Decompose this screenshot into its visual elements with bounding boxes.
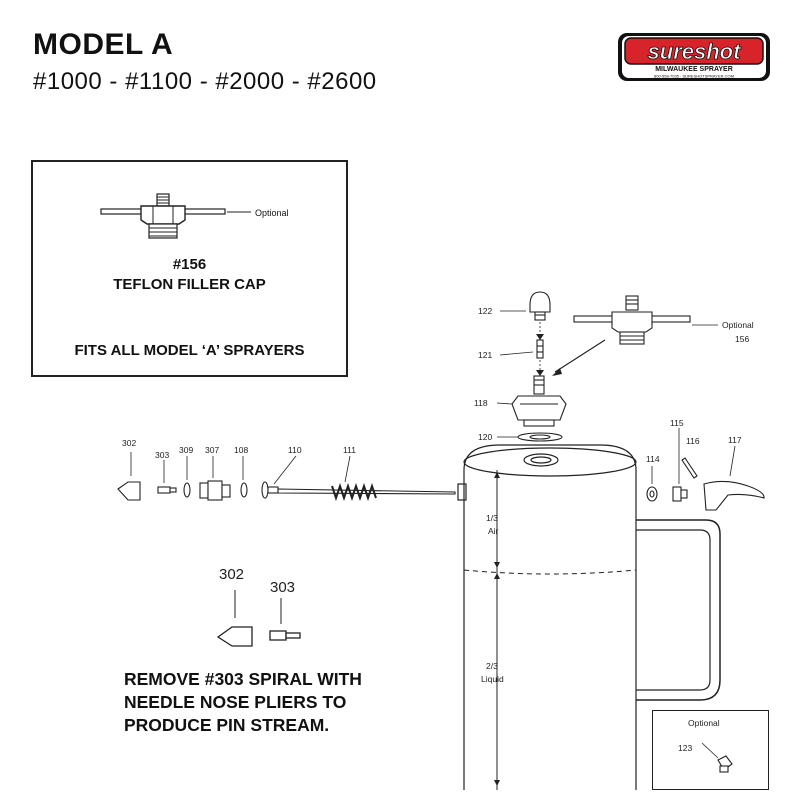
callout-122: 122: [478, 306, 492, 316]
logo-contact: 800-558-7035 · SURESHOTSPRAYER.COM: [654, 74, 734, 79]
callout-121: 121: [478, 350, 492, 360]
model-numbers: #1000 - #1100 - #2000 - #2600: [33, 68, 377, 95]
callout-108: 108: [234, 445, 248, 455]
callout-110: 110: [288, 445, 302, 455]
filler-cap-inset: Optional #156 TEFLON FILLER CAP FITS ALL…: [31, 160, 348, 377]
callout-big-302: 302: [219, 566, 244, 583]
part-name: TEFLON FILLER CAP: [113, 276, 266, 293]
optional-box-label: Optional: [688, 718, 720, 728]
liquid-fraction: 2/3: [486, 661, 498, 671]
callout-114: 114: [646, 454, 660, 464]
callout-302: 302: [122, 438, 136, 448]
callout-303: 303: [155, 450, 169, 460]
sureshot-logo: sureshot MILWAUKEE SPRAYER 800-558-7035 …: [618, 33, 770, 81]
callout-309: 309: [179, 445, 193, 455]
callout-123: 123: [678, 743, 692, 753]
air-fraction: 1/3: [486, 513, 498, 523]
liquid-label: Liquid: [481, 674, 504, 684]
page-title: MODEL A: [33, 28, 174, 61]
logo-brand: sureshot: [648, 39, 743, 64]
air-label: Air: [488, 526, 499, 536]
logo-tagline: MILWAUKEE SPRAYER: [655, 66, 733, 73]
callout-156: 156: [735, 334, 749, 344]
note-line-3: PRODUCE PIN STREAM.: [124, 715, 330, 735]
pin-stream-note: REMOVE #303 SPIRAL WITH NEEDLE NOSE PLIE…: [124, 668, 362, 737]
callout-big-303: 303: [270, 579, 295, 596]
callout-111: 111: [343, 445, 356, 455]
callout-120: 120: [478, 432, 492, 442]
callout-115: 115: [670, 418, 684, 428]
callout-307: 307: [205, 445, 219, 455]
note-line-2: NEEDLE NOSE PLIERS TO: [124, 692, 347, 712]
fits-note: FITS ALL MODEL ‘A’ SPRAYERS: [74, 342, 305, 359]
optional-123-box: [652, 710, 769, 790]
callout-116: 116: [686, 436, 700, 446]
note-line-1: REMOVE #303 SPIRAL WITH: [124, 669, 362, 689]
callout-118: 118: [474, 398, 488, 408]
part-number: #156: [172, 256, 207, 273]
tank-body: [463, 444, 637, 790]
callout-117: 117: [728, 435, 742, 445]
optional-label: Optional: [255, 208, 289, 218]
callout-optional: Optional: [722, 320, 754, 330]
teflon-cap-drawing: [100, 193, 251, 239]
